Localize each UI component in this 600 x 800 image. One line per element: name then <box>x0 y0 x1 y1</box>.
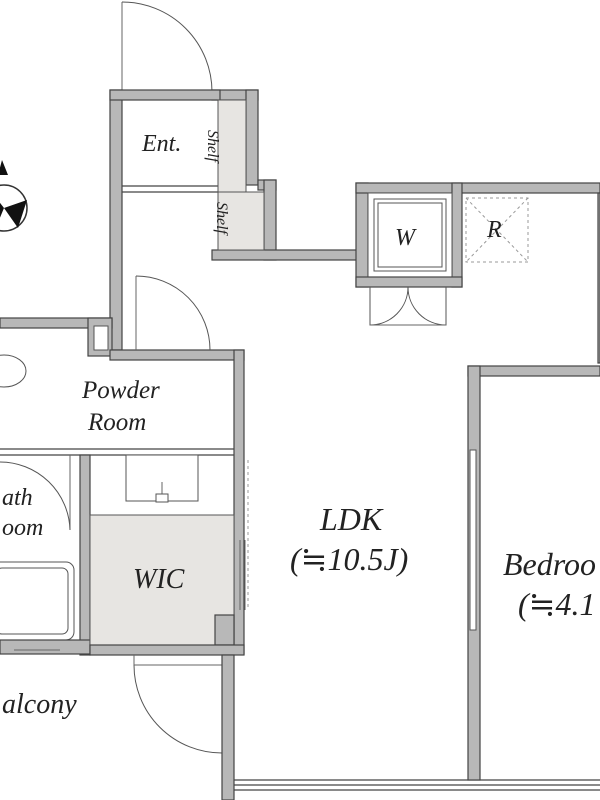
powder-room-label-line2: Room <box>88 409 147 436</box>
wic-room <box>89 514 246 656</box>
toilet-icon <box>0 354 27 388</box>
bathtub-icon <box>0 561 75 641</box>
powder-room-label-line1: Powder <box>82 377 160 404</box>
wic-label: WIC <box>133 564 185 595</box>
ldk-label: LDK <box>320 501 383 537</box>
washer-area <box>355 182 600 326</box>
shelf-label-1: Shelf <box>204 130 221 162</box>
balcony-door <box>133 654 235 800</box>
bedroom-label: Bedroo <box>503 546 597 582</box>
bath-label-line1: ath <box>2 485 33 511</box>
sink-icon <box>125 454 199 503</box>
balcony-label: alcony <box>2 689 77 720</box>
shelves <box>217 99 265 251</box>
refrigerator-label: R <box>487 217 502 243</box>
powder-room-walls <box>0 317 245 655</box>
ldk-area-label: (≒10.5J) <box>290 541 409 577</box>
refrigerator-space <box>465 197 529 263</box>
bottom-window <box>234 779 600 791</box>
compass-icon <box>0 160 28 232</box>
shelf-label-2: Shelf <box>213 202 230 234</box>
entrance-door <box>121 1 213 94</box>
bedroom-wall <box>467 365 600 781</box>
washer-label: W <box>395 225 415 251</box>
bedroom-area-label: (≒4.1 <box>518 586 596 622</box>
powder-room-door <box>135 275 211 351</box>
bath-label-line2: oom <box>2 515 44 541</box>
entrance-label: Ent. <box>142 131 182 157</box>
